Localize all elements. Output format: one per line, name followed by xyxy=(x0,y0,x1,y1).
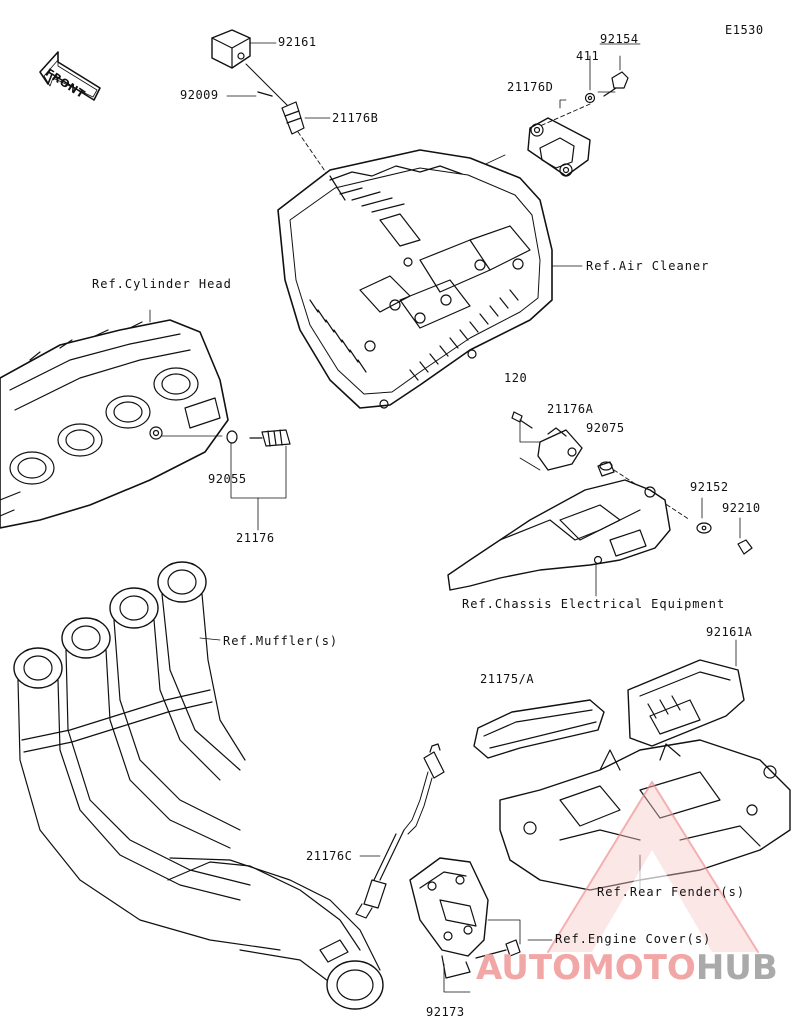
part-92210-label[interactable]: 92210 xyxy=(722,501,761,515)
sensor-21176a-assembly xyxy=(511,411,753,555)
part-21176c-label[interactable]: 21176C xyxy=(306,849,353,863)
sensor-21176b-assembly xyxy=(211,29,346,201)
sensor-21176-assembly xyxy=(161,429,291,531)
part-21176d-label[interactable]: 21176D xyxy=(507,80,554,94)
exhaust-header xyxy=(13,561,384,1010)
watermark-logo xyxy=(547,781,759,953)
watermark-part-a: AUTOMOTO xyxy=(476,948,696,988)
part-92161a-label[interactable]: 92161A xyxy=(706,625,753,639)
sensor-21176d-assembly xyxy=(429,43,641,191)
part-92009-label[interactable]: 92009 xyxy=(180,88,219,102)
diagram-id: E1530 xyxy=(725,23,764,37)
part-21176b-label[interactable]: 21176B xyxy=(332,111,379,125)
part-92075-label[interactable]: 92075 xyxy=(586,421,625,435)
part-21176a-label[interactable]: 21176A xyxy=(547,402,594,416)
ref-chassis-electrical[interactable]: Ref.Chassis Electrical Equipment xyxy=(462,597,726,611)
ref-cylinder-head[interactable]: Ref.Cylinder Head xyxy=(92,277,232,291)
part-411-label[interactable]: 411 xyxy=(576,49,600,63)
part-92173-label[interactable]: 92173 xyxy=(426,1005,465,1019)
front-arrow-icon xyxy=(39,51,101,101)
part-92055-label[interactable]: 92055 xyxy=(208,472,247,486)
part-92152-label[interactable]: 92152 xyxy=(690,480,729,494)
rear-fender-assembly xyxy=(473,639,791,891)
sensor-21176c-assembly xyxy=(355,743,445,919)
ref-mufflers[interactable]: Ref.Muffler(s) xyxy=(223,634,339,648)
ref-engine-cover[interactable]: Ref.Engine Cover(s) xyxy=(555,932,712,946)
ref-air-cleaner[interactable]: Ref.Air Cleaner xyxy=(586,259,710,273)
watermark-text: AUTOMOTOHUB xyxy=(476,948,778,988)
part-92154-label[interactable]: 92154 xyxy=(600,32,639,46)
air-cleaner-housing xyxy=(277,149,583,409)
ref-rear-fender[interactable]: Ref.Rear Fender(s) xyxy=(597,885,746,899)
part-21176-label[interactable]: 21176 xyxy=(236,531,275,545)
part-92161-label[interactable]: 92161 xyxy=(278,35,317,49)
watermark-part-b: HUB xyxy=(695,948,778,988)
part-21175a-label[interactable]: 21175/A xyxy=(480,672,535,686)
cylinder-head xyxy=(0,309,229,529)
engine-cover-bracket xyxy=(409,857,521,993)
chassis-electrical-bracket xyxy=(447,479,671,597)
part-120-label[interactable]: 120 xyxy=(504,371,528,385)
